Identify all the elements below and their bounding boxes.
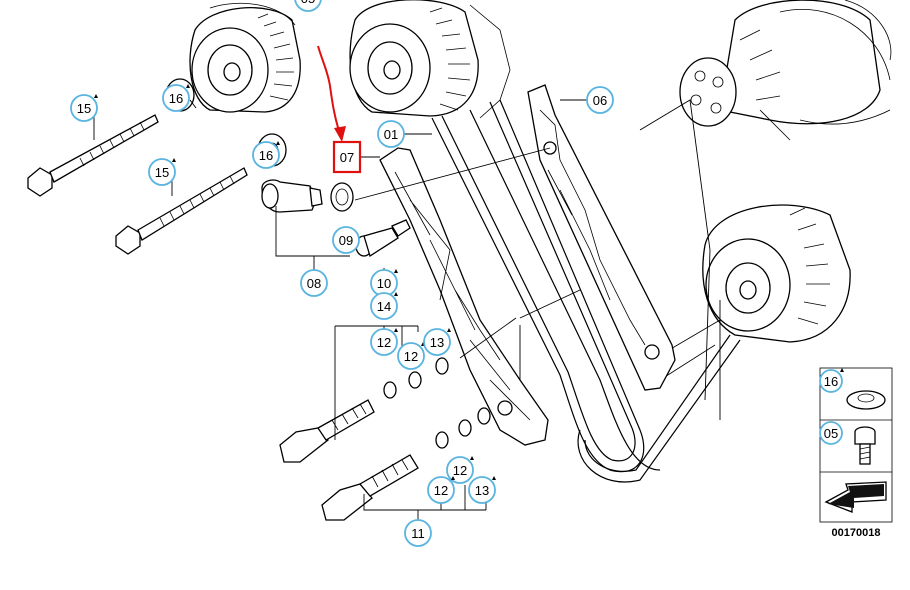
- callout-13-a[interactable]: 13: [423, 328, 451, 356]
- callout-13-b[interactable]: 13: [468, 476, 496, 504]
- camshaft-sprocket-left: [189, 2, 301, 113]
- chain-guide-rail: [527, 84, 676, 391]
- svg-text:07: 07: [340, 150, 354, 165]
- legend-item-05[interactable]: 05: [819, 421, 876, 465]
- svg-text:12: 12: [377, 335, 391, 350]
- svg-text:05: 05: [824, 426, 838, 441]
- svg-text:16: 16: [259, 148, 273, 163]
- callout-11[interactable]: 11: [404, 519, 432, 547]
- callout-12-b[interactable]: 12: [397, 342, 425, 370]
- svg-text:13: 13: [475, 483, 489, 498]
- callout-09[interactable]: 09: [332, 226, 360, 254]
- parts-legend: 16 05: [819, 367, 893, 523]
- svg-text:16: 16: [824, 374, 838, 389]
- callout-14[interactable]: 14: [370, 292, 398, 320]
- legend-item-16[interactable]: 16: [819, 368, 886, 410]
- svg-text:14: 14: [377, 299, 391, 314]
- diagram-id-label: 00170018: [832, 527, 881, 539]
- callout-16-upper[interactable]: 16: [162, 84, 190, 112]
- svg-text:10: 10: [377, 276, 391, 291]
- svg-text:08: 08: [307, 276, 321, 291]
- guide-pin-lower: [321, 454, 419, 521]
- callout-12-a[interactable]: 12: [370, 328, 398, 356]
- timing-chain: [431, 99, 741, 483]
- tensioner-plug: [355, 219, 411, 258]
- leader-lines: [93, 99, 721, 520]
- svg-text:06: 06: [593, 93, 607, 108]
- svg-text:01: 01: [384, 127, 398, 142]
- callout-12-d[interactable]: 12: [427, 476, 455, 504]
- callout-08[interactable]: 08: [300, 269, 328, 297]
- intermediate-sprocket: [702, 204, 851, 343]
- callout-10[interactable]: 10: [370, 269, 398, 297]
- guide-pin-upper: [279, 399, 375, 463]
- legend-arrow-icon: [824, 481, 887, 513]
- chain-tensioner: [261, 179, 354, 213]
- callout-15-upper[interactable]: 15: [70, 94, 98, 122]
- svg-text:15: 15: [77, 101, 91, 116]
- bolt-lower: [115, 167, 248, 255]
- callout-05-top[interactable]: 05: [294, 0, 322, 12]
- callout-12-c[interactable]: 12: [446, 456, 474, 484]
- svg-text:15: 15: [155, 165, 169, 180]
- seal-rings: [383, 357, 491, 449]
- tensioner-rail: [379, 147, 549, 446]
- callout-16-lower[interactable]: 16: [252, 141, 280, 169]
- callout-01[interactable]: 01: [377, 120, 405, 148]
- callout-06[interactable]: 06: [586, 86, 614, 114]
- svg-text:12: 12: [453, 463, 467, 478]
- svg-text:11: 11: [411, 526, 425, 541]
- highlight-arrow: [317, 45, 346, 142]
- svg-text:09: 09: [339, 233, 353, 248]
- svg-text:12: 12: [434, 483, 448, 498]
- svg-text:16: 16: [169, 91, 183, 106]
- bolt-upper: [27, 114, 159, 197]
- svg-text:13: 13: [430, 335, 444, 350]
- callout-07-highlighted[interactable]: 07: [332, 140, 362, 174]
- callout-15-lower[interactable]: 15: [148, 158, 176, 186]
- svg-text:05: 05: [301, 0, 315, 6]
- svg-text:12: 12: [404, 349, 418, 364]
- crankshaft-sprocket: [679, 0, 892, 141]
- camshaft-sprocket-center: [349, 0, 511, 119]
